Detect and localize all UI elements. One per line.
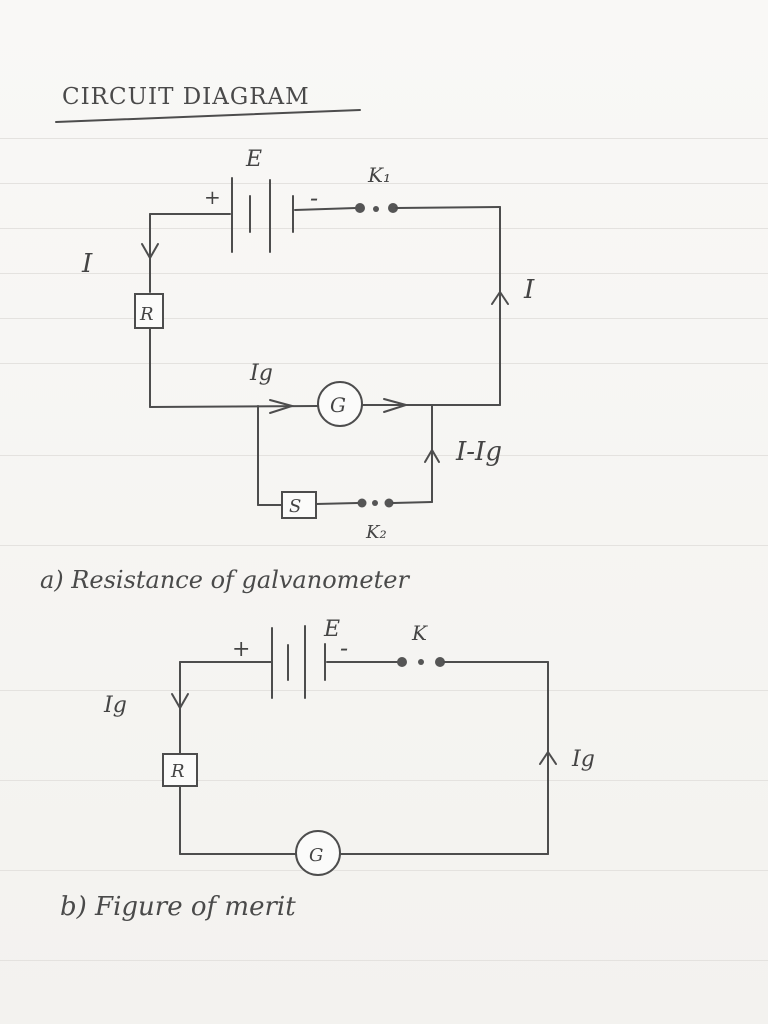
resistor-r-label: R xyxy=(139,304,154,325)
ruled-line xyxy=(0,273,768,274)
diagram-b: E + - K Ig R Ig G xyxy=(103,617,595,876)
current-ig-left-label: Ig xyxy=(103,693,127,718)
key-k-terminal xyxy=(435,657,445,667)
battery-minus-sign: - xyxy=(340,634,348,662)
caption-a: a) Resistance of galvanometer xyxy=(40,566,409,594)
current-ig-right-label: Ig xyxy=(571,747,595,772)
current-arrow xyxy=(539,750,557,765)
galvanometer-g-label: G xyxy=(309,845,323,866)
key-k-plug xyxy=(418,659,424,665)
battery-minus-sign: - xyxy=(310,184,318,212)
ruled-line xyxy=(0,455,768,456)
resistor-r xyxy=(134,293,164,329)
battery-label-e: E xyxy=(245,147,262,172)
key-k1-terminal xyxy=(388,203,398,213)
key-k-label: K xyxy=(411,621,428,645)
ruled-line xyxy=(0,318,768,319)
wire-segment xyxy=(395,206,501,209)
ruled-line xyxy=(0,183,768,184)
key-k1-label: K₁ xyxy=(367,163,391,187)
wire-segment xyxy=(294,207,357,211)
current-arrow xyxy=(141,243,159,261)
current-ig-label: Ig xyxy=(249,361,273,386)
key-k-terminal xyxy=(397,657,407,667)
ruled-line xyxy=(0,545,768,546)
current-arrow xyxy=(383,398,410,413)
battery-plus-sign: + xyxy=(232,637,250,662)
key-k2-terminal xyxy=(357,498,367,508)
battery-label-e: E xyxy=(323,617,340,642)
key-k2-label: K₂ xyxy=(365,522,387,543)
galvanometer-g-label: G xyxy=(330,393,346,417)
ruled-line xyxy=(0,228,768,229)
current-arrow xyxy=(491,290,509,305)
current-arrow xyxy=(269,399,296,414)
resistor-r xyxy=(162,753,198,787)
current-i-right-label: I xyxy=(523,275,535,305)
ruled-line xyxy=(0,960,768,961)
wire-segment xyxy=(315,502,359,505)
diagram-a: E + - K₁ I R I Ig G I-Ig S K₂ xyxy=(81,147,535,543)
ruled-line xyxy=(0,780,768,781)
current-i-minus-ig-label: I-Ig xyxy=(455,437,502,467)
ruled-line xyxy=(0,138,768,139)
caption-b: b) Figure of merit xyxy=(60,892,296,922)
shunt-s-label: S xyxy=(289,496,301,517)
current-arrow xyxy=(171,693,189,711)
ruled-line xyxy=(0,363,768,364)
heading-underline xyxy=(55,109,361,123)
ruled-line xyxy=(0,870,768,871)
page-heading: CIRCUIT DIAGRAM xyxy=(62,84,310,110)
key-k2-plug xyxy=(372,500,378,506)
ruled-line xyxy=(0,690,768,691)
key-k2-terminal xyxy=(384,498,394,508)
current-i-left-label: I xyxy=(81,249,93,279)
key-k1-terminal xyxy=(355,203,365,213)
wire-segment xyxy=(392,501,433,504)
resistor-r-label: R xyxy=(170,761,185,782)
battery-plus-sign: + xyxy=(204,185,221,209)
key-k1-plug xyxy=(373,206,379,212)
current-arrow xyxy=(424,448,440,463)
